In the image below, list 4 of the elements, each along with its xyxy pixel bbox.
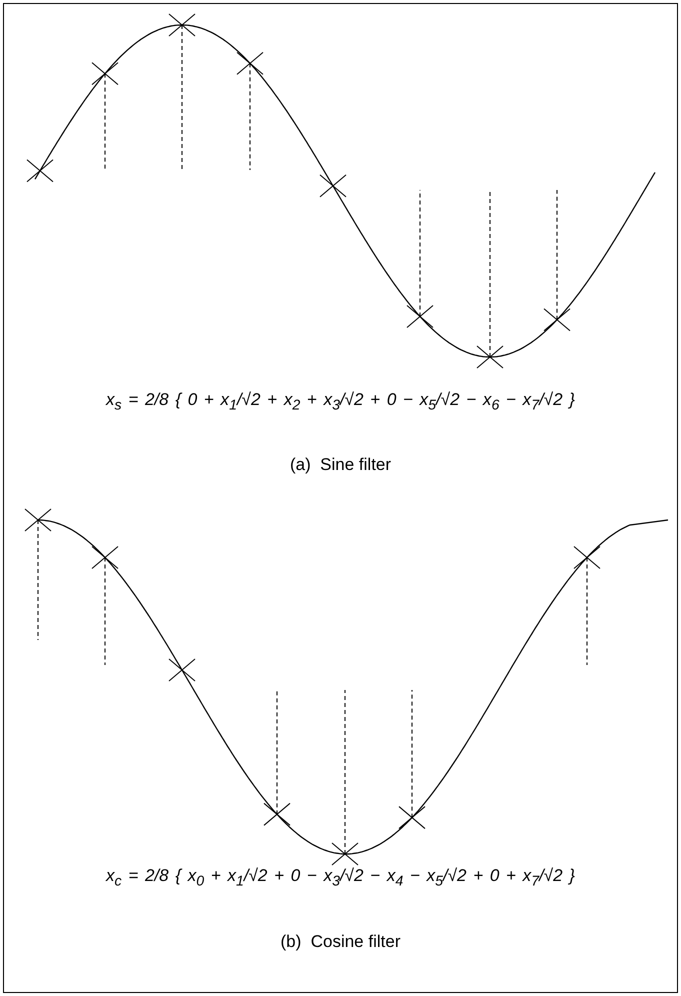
figure-caption: (a) Sine filter [290, 455, 392, 475]
figure-caption: (b) Cosine filter [280, 932, 400, 952]
formula: x$_{c}$ = 2/8 { x$_{0}$ + x$_{1}$/√2 + 0 − x$_{3}$/√2 − x$_{4}$ − x$_{5}$/√2 + 0 + x$_{7}$/√2 } [106, 866, 575, 890]
formula: x$_{s}$ = 2/8 { 0 + x$_{1}$/√2 + x$_{2}$ + x$_{3}$/√2 + 0 − x$_{5}$/√2 − x$_{6}$ − x$_{7}$/√2 } [106, 390, 575, 414]
